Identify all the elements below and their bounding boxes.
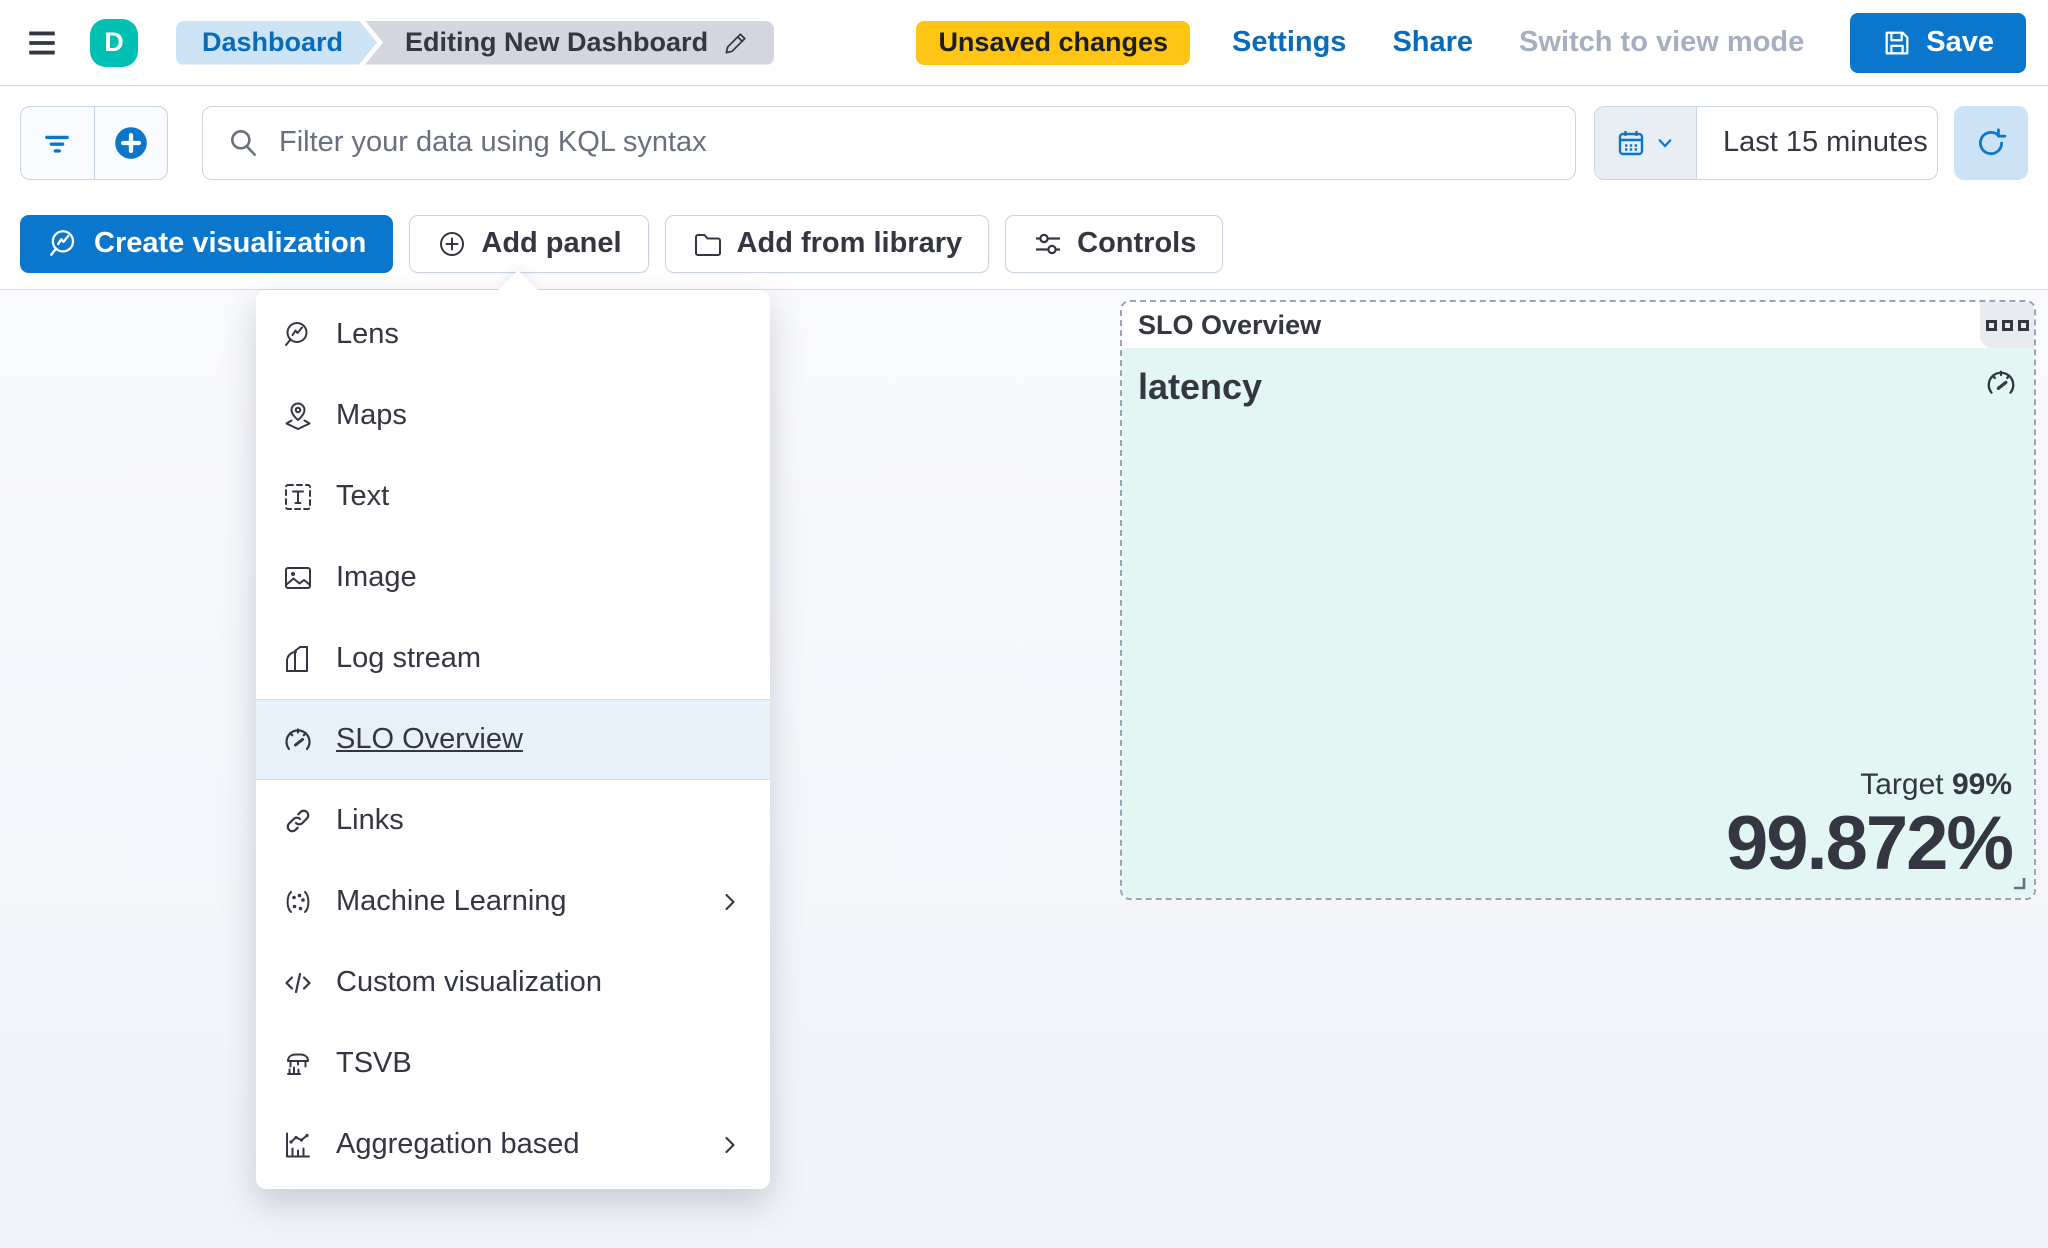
add-panel-menu: Lens Maps Text bbox=[256, 290, 770, 1189]
slo-value: 99.872% bbox=[1725, 801, 2014, 886]
menu-item-label: Log stream bbox=[336, 642, 482, 674]
add-panel-label: Add panel bbox=[481, 227, 622, 259]
time-range-picker: Last 15 minutes bbox=[1594, 105, 1938, 180]
image-icon bbox=[282, 562, 314, 594]
filter-button[interactable] bbox=[21, 106, 95, 179]
refresh-button[interactable] bbox=[1954, 105, 2028, 180]
gauge-icon bbox=[1984, 366, 2018, 400]
breadcrumb-current-label: Editing New Dashboard bbox=[405, 27, 709, 57]
menu-item-label: TSVB bbox=[336, 1047, 412, 1079]
add-from-library-button[interactable]: Add from library bbox=[664, 214, 990, 273]
menu-item-lens[interactable]: Lens bbox=[256, 294, 770, 375]
query-bar: Last 15 minutes bbox=[0, 87, 2048, 198]
create-visualization-button[interactable]: Create visualization bbox=[20, 214, 394, 273]
save-disk-icon bbox=[1882, 28, 1912, 58]
unsaved-changes-badge: Unsaved changes bbox=[916, 20, 1191, 65]
menu-item-image[interactable]: Image bbox=[256, 537, 770, 618]
menu-item-label: Machine Learning bbox=[336, 885, 567, 917]
gauge-icon bbox=[282, 724, 314, 756]
menu-item-label: Custom visualization bbox=[336, 966, 602, 998]
menu-item-machine-learning[interactable]: Machine Learning bbox=[256, 861, 770, 942]
lens-icon bbox=[50, 229, 75, 256]
slo-target: Target 99% bbox=[1860, 768, 2012, 801]
filter-icon bbox=[45, 135, 70, 153]
log-stream-icon bbox=[282, 643, 314, 675]
plus-in-circle-icon bbox=[440, 231, 465, 256]
switch-to-view-mode-link[interactable]: Switch to view mode bbox=[1519, 26, 1805, 58]
menu-item-text[interactable]: Text bbox=[256, 456, 770, 537]
save-button-label: Save bbox=[1926, 26, 1994, 58]
panel-title: SLO Overview bbox=[1138, 309, 1322, 340]
menu-item-tsvb[interactable]: TSVB bbox=[256, 1023, 770, 1104]
top-navigation-bar: D Dashboard Editing New Dashboard Unsave… bbox=[0, 0, 2048, 86]
menu-item-label: Text bbox=[336, 480, 390, 512]
kql-search-box bbox=[202, 105, 1576, 180]
aggregation-icon bbox=[282, 1129, 314, 1161]
search-icon bbox=[231, 129, 256, 156]
kql-search-input[interactable] bbox=[279, 126, 1575, 159]
refresh-icon bbox=[1979, 127, 2007, 155]
panel-resize-handle[interactable] bbox=[2008, 872, 2028, 892]
slo-metric-name: latency bbox=[1138, 366, 1263, 407]
chevron-right-icon bbox=[716, 1131, 744, 1159]
chevron-right-icon bbox=[716, 888, 744, 916]
add-from-library-label: Add from library bbox=[736, 227, 963, 259]
dashboard-toolbar: Create visualization Add panel Add from … bbox=[0, 198, 2048, 290]
menu-item-log-stream[interactable]: Log stream bbox=[256, 618, 770, 699]
controls-label: Controls bbox=[1077, 227, 1197, 259]
add-filter-button[interactable] bbox=[95, 107, 168, 179]
link-icon bbox=[282, 805, 314, 837]
chevron-down-icon bbox=[1658, 138, 1671, 147]
boxes-horizontal-icon bbox=[1985, 319, 1997, 331]
menu-item-custom-visualization[interactable]: Custom visualization bbox=[256, 942, 770, 1023]
quick-select-date-button[interactable] bbox=[1595, 106, 1697, 179]
share-link[interactable]: Share bbox=[1392, 26, 1474, 58]
menu-item-aggregation-based[interactable]: Aggregation based bbox=[256, 1104, 770, 1185]
save-button[interactable]: Save bbox=[1850, 12, 2026, 73]
slo-metric-body: latency Target 99% 99.872% bbox=[1122, 348, 2034, 898]
settings-link[interactable]: Settings bbox=[1232, 26, 1347, 58]
code-icon bbox=[282, 967, 314, 999]
filter-control-group bbox=[20, 105, 168, 180]
panel-options-button[interactable] bbox=[1980, 302, 2034, 348]
calendar-icon bbox=[1618, 130, 1643, 155]
menu-item-links[interactable]: Links bbox=[256, 780, 770, 861]
menu-hamburger-icon[interactable] bbox=[22, 23, 62, 63]
add-panel-button[interactable]: Add panel bbox=[409, 214, 649, 273]
menu-item-label: Lens bbox=[336, 318, 399, 350]
tsvb-icon bbox=[282, 1048, 314, 1080]
menu-item-label: Links bbox=[336, 804, 404, 836]
breadcrumb: Dashboard Editing New Dashboard bbox=[176, 20, 775, 65]
menu-item-maps[interactable]: Maps bbox=[256, 375, 770, 456]
menu-item-label: SLO Overview bbox=[336, 723, 523, 755]
text-icon bbox=[282, 481, 314, 513]
folder-icon bbox=[694, 233, 721, 256]
machine-learning-icon bbox=[282, 886, 314, 918]
controls-button[interactable]: Controls bbox=[1005, 214, 1224, 273]
breadcrumb-dashboard[interactable]: Dashboard bbox=[176, 21, 377, 65]
plus-circle-icon bbox=[114, 126, 147, 159]
menu-item-label: Aggregation based bbox=[336, 1128, 580, 1160]
dashboard-canvas: Lens Maps Text bbox=[0, 270, 2048, 1248]
lens-icon bbox=[282, 319, 314, 351]
space-avatar[interactable]: D bbox=[90, 18, 138, 67]
create-visualization-label: Create visualization bbox=[94, 227, 367, 259]
slo-overview-panel: SLO Overview latency Target 99 bbox=[1120, 300, 2036, 900]
menu-item-label: Image bbox=[336, 561, 417, 593]
controls-sliders-icon bbox=[1036, 233, 1061, 254]
time-range-value[interactable]: Last 15 minutes bbox=[1723, 126, 1928, 158]
maps-icon bbox=[282, 400, 314, 432]
menu-item-label: Maps bbox=[336, 399, 407, 431]
panel-header: SLO Overview bbox=[1122, 302, 2034, 348]
breadcrumb-current-page[interactable]: Editing New Dashboard bbox=[365, 20, 775, 65]
edit-pencil-icon bbox=[722, 29, 750, 57]
menu-item-slo-overview[interactable]: SLO Overview bbox=[256, 699, 770, 780]
